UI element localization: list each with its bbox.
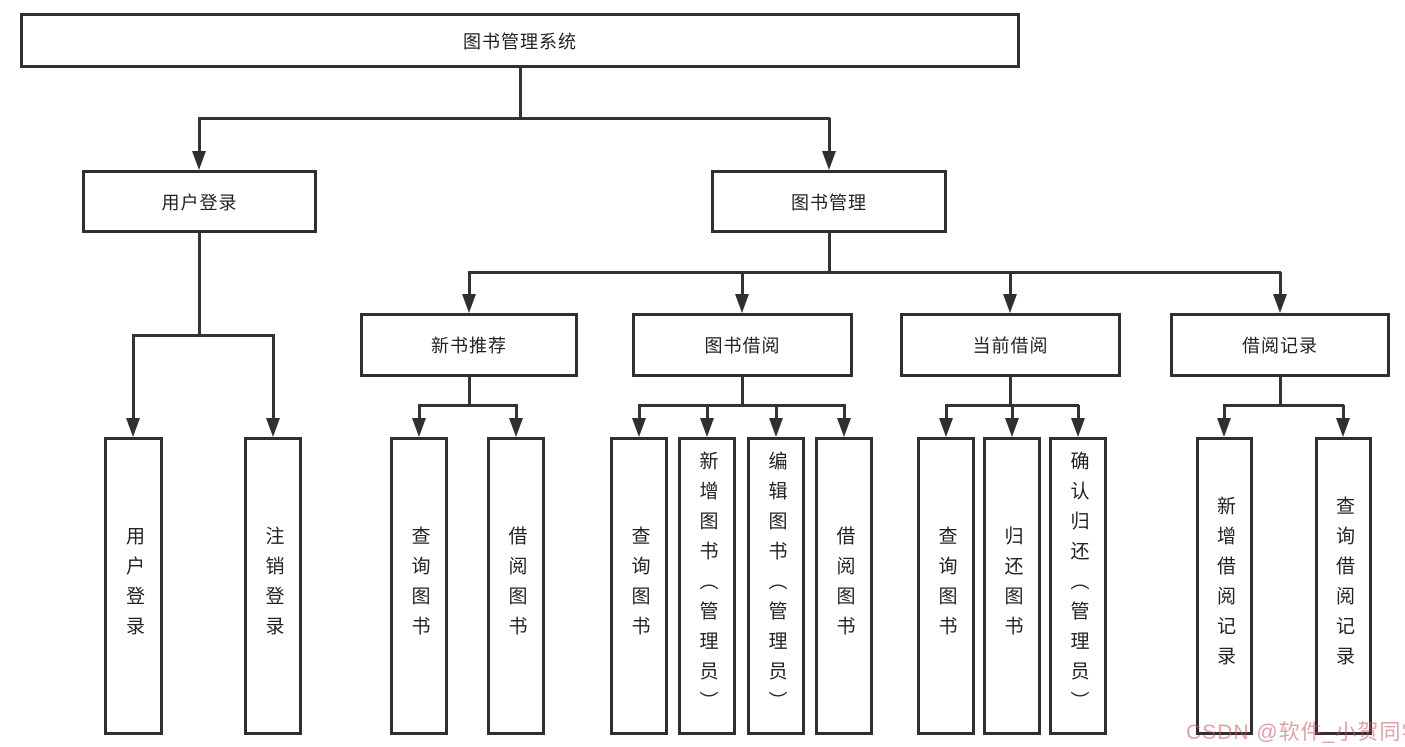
node-borrowing-records: 借阅记录	[1170, 313, 1390, 377]
node-label: 新增图书（管理员）	[696, 451, 718, 721]
connector-line	[197, 116, 830, 120]
node-new-book-recommend: 新书推荐	[360, 313, 578, 377]
leaf-borrow-books-borrowing: 借阅图书	[815, 437, 873, 735]
connector-line	[467, 270, 1281, 274]
connector-line	[197, 118, 201, 151]
node-label: 确认归还（管理员）	[1067, 451, 1089, 721]
connector-line	[1278, 377, 1282, 405]
arrow-down-icon	[1217, 418, 1231, 437]
arrow-down-icon	[837, 418, 851, 437]
node-label: 新书推荐	[431, 336, 507, 356]
arrow-down-icon	[1273, 294, 1287, 313]
connector-line	[774, 405, 778, 418]
node-label: 查询借阅记录	[1333, 496, 1354, 676]
node-label: 用户登录	[123, 526, 144, 646]
arrow-down-icon	[1071, 418, 1085, 437]
connector-line	[197, 233, 201, 335]
node-label: 借阅图书	[505, 526, 527, 646]
leaf-return-books: 归还图书	[983, 437, 1041, 735]
connector-line	[1341, 405, 1345, 418]
connector-line	[740, 377, 744, 405]
node-label: 查询图书	[408, 526, 430, 646]
arrow-down-icon	[1336, 418, 1350, 437]
connector-line	[637, 405, 641, 418]
connector-line	[827, 118, 831, 151]
connector-line	[271, 335, 275, 418]
leaf-logout-login: 注销登录	[244, 437, 302, 735]
arrow-down-icon	[412, 418, 426, 437]
arrow-down-icon	[1003, 294, 1017, 313]
connector-line	[467, 272, 471, 294]
connector-line	[131, 335, 135, 418]
leaf-borrow-books-recommend: 借阅图书	[487, 437, 545, 735]
arrow-down-icon	[462, 294, 476, 313]
connector-line	[1222, 403, 1344, 407]
connector-line	[467, 377, 471, 405]
arrow-down-icon	[192, 151, 206, 170]
connector-line	[514, 405, 518, 418]
node-label: 当前借阅	[972, 336, 1049, 356]
connector-line	[1010, 405, 1014, 418]
node-label: 新增借阅记录	[1214, 496, 1235, 676]
node-current-borrowing: 当前借阅	[900, 313, 1121, 377]
leaf-query-borrow-record: 查询借阅记录	[1315, 437, 1372, 735]
leaf-query-books-current: 查询图书	[917, 437, 975, 735]
leaf-add-books-admin: 新增图书（管理员）	[678, 437, 736, 735]
node-label: 借阅图书	[833, 526, 855, 646]
node-label: 注销登录	[262, 526, 284, 646]
leaf-edit-books-admin: 编辑图书（管理员）	[747, 437, 805, 735]
node-label: 查询图书	[628, 526, 650, 646]
connector-line	[637, 403, 846, 407]
arrow-down-icon	[632, 418, 646, 437]
connector-line	[1222, 405, 1226, 418]
arrow-down-icon	[126, 418, 140, 437]
leaf-query-books-recommend: 查询图书	[390, 437, 448, 735]
node-label: 归还图书	[1001, 526, 1023, 646]
arrow-down-icon	[769, 418, 783, 437]
node-label: 图书管理系统	[463, 31, 577, 52]
connector-line	[1076, 405, 1080, 418]
arrow-down-icon	[939, 418, 953, 437]
leaf-user-login: 用户登录	[104, 437, 163, 735]
arrow-down-icon	[700, 418, 714, 437]
connector-line	[1008, 272, 1012, 294]
arrow-down-icon	[822, 151, 836, 170]
arrow-down-icon	[509, 418, 523, 437]
connector-line	[1008, 377, 1012, 405]
node-book-borrowing: 图书借阅	[632, 313, 853, 377]
connector-line	[417, 403, 518, 407]
connector-line	[842, 405, 846, 418]
connector-line	[740, 272, 744, 294]
node-label: 图书管理	[791, 192, 867, 213]
node-library-management-system: 图书管理系统	[20, 13, 1020, 68]
leaf-confirm-return-admin: 确认归还（管理员）	[1049, 437, 1107, 735]
leaf-add-borrow-record: 新增借阅记录	[1196, 437, 1253, 735]
connector-line	[417, 405, 421, 418]
connector-line	[131, 333, 275, 337]
node-label: 图书借阅	[704, 336, 781, 356]
node-label: 查询图书	[935, 526, 957, 646]
connector-line	[1278, 272, 1282, 294]
connector-line	[518, 68, 522, 118]
connector-line	[827, 233, 831, 272]
watermark: CSDN @软件_小贺同学	[1186, 721, 1405, 744]
node-label: 编辑图书（管理员）	[765, 451, 787, 721]
arrow-down-icon	[266, 418, 280, 437]
arrow-down-icon	[735, 294, 749, 313]
node-label: 借阅记录	[1242, 336, 1318, 356]
leaf-query-books-borrowing: 查询图书	[610, 437, 668, 735]
node-book-management: 图书管理	[711, 170, 947, 233]
connector-line	[944, 405, 948, 418]
node-label: 用户登录	[161, 192, 238, 213]
arrow-down-icon	[1005, 418, 1019, 437]
connector-line	[705, 405, 709, 418]
node-user-login: 用户登录	[82, 170, 317, 233]
